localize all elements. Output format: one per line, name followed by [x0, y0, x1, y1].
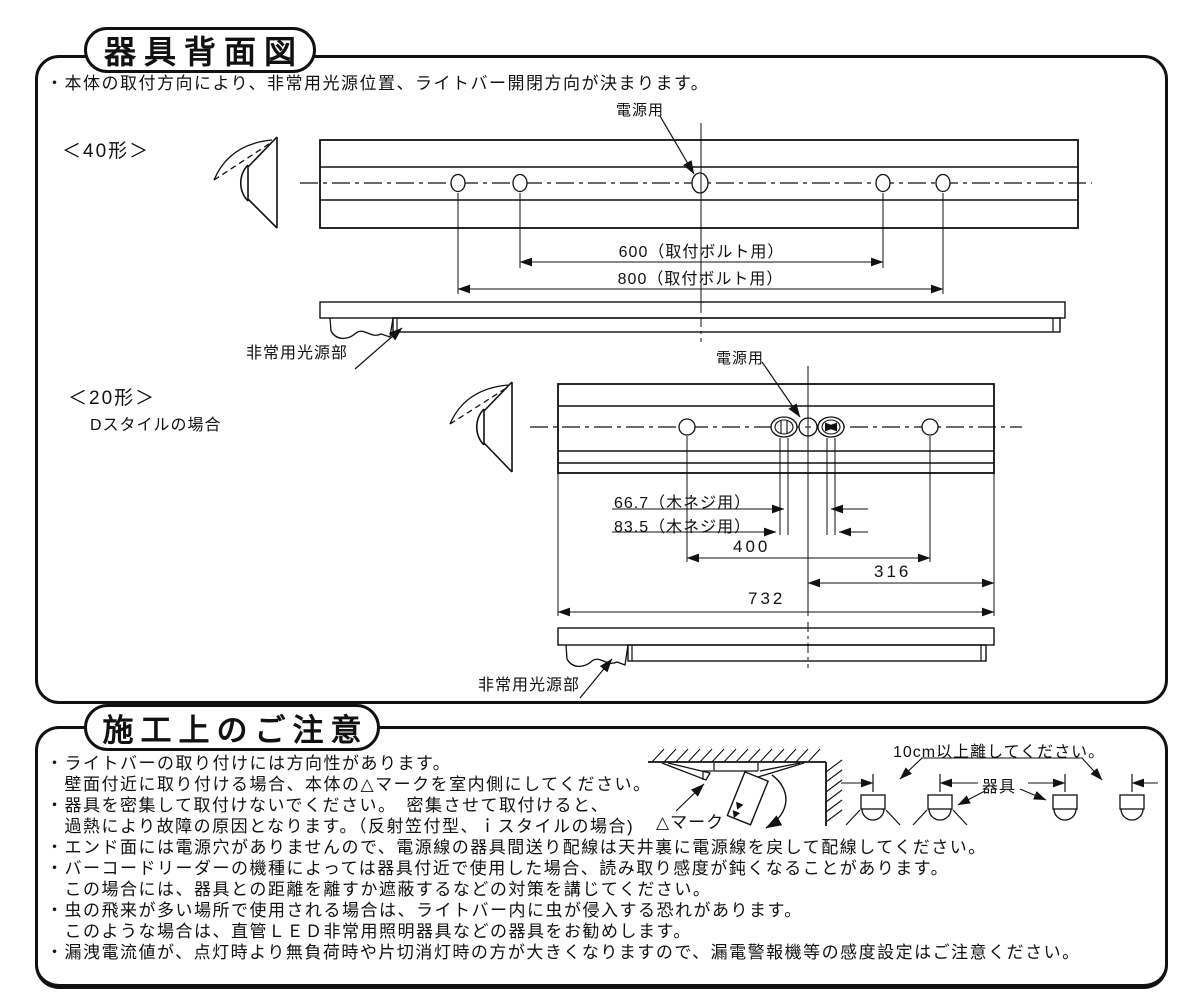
dim-800-label: 800（取付ボルト用）	[617, 271, 784, 288]
ceiling-mount-diagram	[648, 748, 843, 829]
type-40-label: ＜40形＞	[62, 141, 151, 162]
notes-list: ・ライトバーの取り付けには方向性があります。 壁面付近に取り付ける場合、本体の△…	[46, 753, 1081, 963]
fixture-20-side-view	[557, 622, 995, 699]
wood-screw-slot-right	[817, 416, 845, 438]
note-line: ・ライトバーの取り付けには方向性があります。	[46, 754, 452, 773]
note-line: ・虫の飛来が多い場所で使用される場合は、ライトバー内に虫が侵入する恐れがあります…	[46, 901, 803, 920]
note-line: ・漏洩電流値が、点灯時より無負荷時や片切消灯時の方が大きくなりますので、漏電警報…	[46, 943, 1081, 962]
fixture-40-side-view	[319, 296, 1066, 370]
dim-316-label: 316	[874, 562, 912, 581]
emergency-light-label-20: 非常用光源部	[478, 677, 581, 694]
notes-title-capsule: 施工上のご注意	[84, 704, 380, 751]
open-direction-indicator-40	[213, 136, 278, 229]
dim-83-5-label: 83.5（木ネジ用）	[614, 519, 752, 536]
rear-view-title: 器具背面図	[103, 34, 304, 70]
rear-view-title-capsule: 器具背面図	[84, 27, 316, 73]
note-line: このような場合は、直管ＬＥＤ非常用照明器具などの器具をお勧めします。	[46, 922, 692, 941]
open-direction-indicator-20	[449, 381, 513, 473]
dim-600-label: 600（取付ボルト用）	[618, 244, 785, 261]
note-line: 壁面付近に取り付ける場合、本体の△マークを室内側にしてください。	[46, 775, 652, 794]
power-hole-label-40: 電源用	[616, 102, 665, 119]
rear-view-section-box	[35, 55, 1168, 704]
note-line: ・エンド面には電源穴がありませんので、電源線の器具間送り配線は天井裏に電源線を戻…	[46, 838, 987, 857]
type-20-label: ＜20形＞	[68, 388, 157, 409]
rotation-arrow	[765, 774, 787, 829]
fixture-40-rear-view	[213, 115, 1092, 310]
fixture-word-label: 器具	[982, 779, 1017, 796]
note-line: この場合には、器具との距離を離すか遮蔽するなどの対策を講じてください。	[46, 880, 712, 899]
d-style-label: Dスタイルの場合	[90, 417, 222, 434]
fixture-symbol-plain	[1052, 794, 1145, 821]
triangle-mark-label: △マーク	[656, 813, 725, 832]
note-line: 過熱により故障の原因となります。（反射笠付型、ｉスタイルの場合)	[46, 817, 635, 836]
notes-section-box	[35, 726, 1168, 989]
light-bar-tilted	[726, 770, 770, 826]
dim-66-7-label: 66.7（木ネジ用）	[614, 495, 752, 512]
note-line: ・バーコードリーダーの機種によっては器具付近で使用した場合、読み取り感度が鈍くな…	[46, 859, 950, 878]
spacing-note-label: 10cm以上離してください。	[893, 744, 1106, 761]
fixture-symbol-reflector	[845, 794, 968, 826]
dim-732-label: 732	[748, 589, 786, 608]
wood-screw-slot-left	[770, 416, 798, 438]
fixture-20-rear-view	[449, 361, 1022, 617]
rear-view-bullet: ・本体の取付方向により、非常用光源位置、ライトバー開閉方向が決まります。	[46, 74, 710, 93]
emergency-light-label-40: 非常用光源部	[246, 345, 349, 362]
power-hole-label-20: 電源用	[716, 350, 765, 367]
dim-400-label: 400	[733, 537, 771, 556]
notes-title: 施工上のご注意	[102, 713, 369, 748]
spacing-diagram	[841, 757, 1158, 826]
note-line: ・器具を密集して取付けないでください。 密集させて取付けると、	[46, 796, 610, 815]
